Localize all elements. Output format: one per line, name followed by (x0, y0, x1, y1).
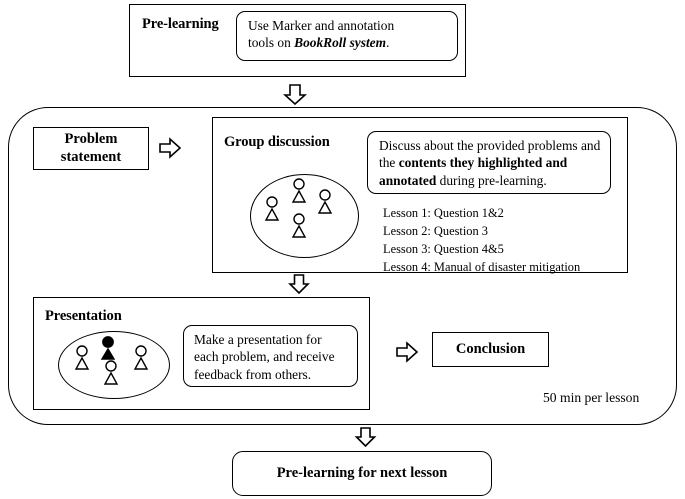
lesson-list-item-3: Lesson 3: Question 4&5 (383, 242, 504, 257)
group-discussion-bubble-part1: Discuss about the provided problems and … (379, 138, 601, 171)
group-discussion-bubble-emphasis: contents they highlighted and annotated (379, 155, 568, 188)
group-discussion-bubble-part2: during pre-learning. (436, 172, 547, 188)
presentation-bubble-text: Make a presentation for each problem, an… (194, 331, 354, 383)
prelearning-bubble-line1: Use Marker and annotation (248, 18, 395, 33)
arrow-lesson-body-to-next-lesson-icon (354, 427, 377, 447)
problem-statement-box (33, 127, 149, 170)
problem-statement-label: Problem statement (33, 127, 149, 170)
prelearning-bubble-emphasis: BookRoll system (294, 35, 387, 51)
prelearning-bubble-line2-suffix: . (386, 35, 390, 51)
person-icon-presentation-bottom (103, 360, 119, 385)
conclusion-box (432, 332, 549, 367)
person-icon-group-left (264, 196, 280, 221)
arrow-problem-to-group-discussion-icon (159, 137, 183, 159)
arrow-presentation-to-conclusion-icon (396, 341, 420, 363)
arrow-prelearning-to-lesson-body-icon (283, 84, 307, 105)
person-icon-group-bottom (291, 213, 307, 238)
lesson-duration-note: 50 min per lesson (543, 390, 640, 405)
arrow-group-discussion-to-presentation-icon (288, 274, 310, 294)
next-lesson-box (232, 451, 492, 496)
person-icon-presenter (100, 336, 116, 361)
lesson-list-item-4: Lesson 4: Manual of disaster mitigation (383, 260, 581, 275)
problem-statement-line2: statement (60, 148, 122, 165)
prelearning-bubble-text: Use Marker and annotation tools on BookR… (248, 17, 453, 52)
lesson-list-item-2: Lesson 2: Question 3 (383, 224, 488, 239)
prelearning-bubble (236, 11, 458, 61)
lesson-list-item-1: Lesson 1: Question 1&2 (383, 206, 504, 220)
person-icon-presentation-left (74, 345, 90, 370)
person-icon-group-right (317, 189, 333, 214)
lesson-list: Lesson 1: Question 1&2 Lesson 2: Questio… (383, 204, 623, 276)
group-discussion-bubble (367, 131, 611, 194)
group-discussion-bubble-text: Discuss about the provided problems and … (379, 137, 604, 189)
next-lesson-label: Pre-learning for next lesson (276, 464, 448, 481)
prelearning-bubble-line2-prefix: tools on (248, 35, 295, 51)
conclusion-label: Conclusion (455, 340, 526, 357)
presentation-bubble-line2: each problem, and receive (194, 349, 335, 365)
problem-statement-line1: Problem (64, 131, 118, 148)
presentation-bubble-line1: Make a presentation for (194, 332, 322, 347)
presentation-bubble (183, 325, 358, 387)
presentation-header: Presentation (45, 308, 122, 324)
prelearning-header: Pre-learning (142, 16, 219, 32)
group-discussion-header: Group discussion (224, 134, 330, 150)
person-icon-group-top (291, 178, 307, 203)
presentation-bubble-line3: feedback from others. (194, 366, 312, 382)
person-icon-presentation-right (133, 345, 149, 370)
